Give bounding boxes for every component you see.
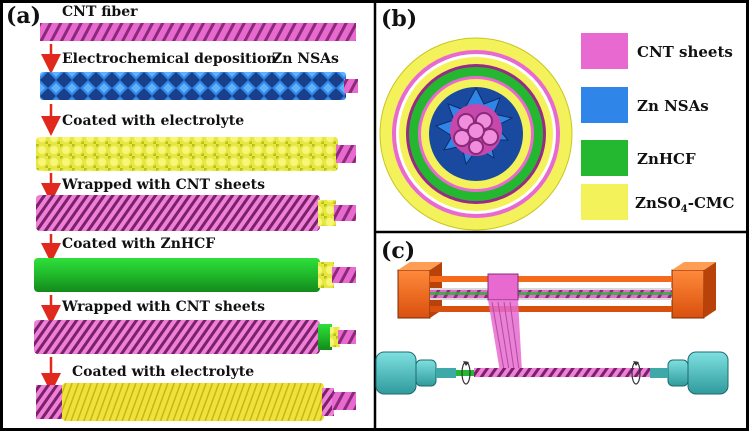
step-deposition-label: Electrochemical deposition <box>62 51 276 67</box>
step-zn-nsas-label: Zn NSAs <box>272 51 339 67</box>
legend-swatch-znhcf <box>581 140 628 176</box>
step-cnt-fiber-label: CNT fiber <box>62 4 138 20</box>
step-electrolyte-2-label: Coated with electrolyte <box>72 364 254 380</box>
wrapped-cnt-fiber-2 <box>34 320 356 354</box>
step-electrolyte-1-label: Coated with electrolyte <box>62 113 244 129</box>
panel-c-label: (c) <box>381 238 415 264</box>
legend-swatch-zn-nsas <box>581 87 628 123</box>
step-wrap-cnt-1-label: Wrapped with CNT sheets <box>61 177 265 193</box>
legend-swatch-cnt-sheets <box>581 33 628 69</box>
step-znhcf-label: Coated with ZnHCF <box>62 236 215 252</box>
legend-label-zn-nsas: Zn NSAs <box>637 97 709 115</box>
legend-label-znhcf: ZnHCF <box>637 150 696 168</box>
panel-b-label: (b) <box>381 6 417 32</box>
rotation-arrow-left-icon <box>461 361 471 385</box>
cross-section <box>379 37 573 231</box>
panel-a: (a) CNT fiber Electrochemical deposition… <box>6 3 358 421</box>
panel-c: (c) <box>375 238 729 395</box>
rotation-arrow-right-icon <box>631 361 641 385</box>
legend-swatch-znso4-cmc <box>581 184 628 220</box>
cnt-sheet-ribbon <box>487 273 522 372</box>
wrapped-cnt-fiber-1 <box>36 195 356 231</box>
left-motor <box>375 351 456 395</box>
panel-b: (b) CNT sheets Zn NSAs <box>379 6 735 231</box>
step-wrap-cnt-2-label: Wrapped with CNT sheets <box>61 299 265 315</box>
electrolyte-fiber-2 <box>36 383 356 421</box>
rotating-fiber <box>456 368 650 377</box>
zn-nsas-fiber <box>40 72 358 100</box>
cnt-fiber <box>40 23 356 41</box>
right-motor <box>650 351 729 395</box>
winding-frame <box>397 262 716 319</box>
znhcf-fiber <box>34 258 356 292</box>
legend: CNT sheets Zn NSAs ZnHCF ZnSO4-CMC <box>581 33 735 220</box>
legend-label-cnt-sheets: CNT sheets <box>637 43 733 61</box>
electrolyte-fiber-1 <box>36 137 356 171</box>
panel-a-label: (a) <box>6 3 41 29</box>
legend-label-znso4-cmc: ZnSO4-CMC <box>635 194 735 215</box>
